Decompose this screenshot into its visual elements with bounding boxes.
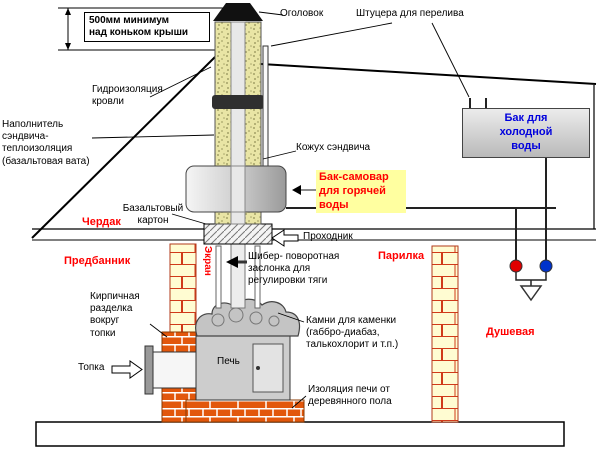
stone bbox=[249, 311, 263, 325]
inner-pipe-lower bbox=[230, 211, 246, 225]
hot-water-tank bbox=[185, 165, 287, 213]
overflow-pipe bbox=[262, 45, 269, 167]
floor-slab bbox=[35, 421, 565, 447]
screen-panel-right bbox=[254, 245, 261, 309]
leader-ogolovok bbox=[258, 11, 284, 16]
left-wall-yellow-brick bbox=[169, 243, 197, 333]
single-wall-pipe bbox=[230, 243, 246, 309]
label-dushevaya: Душевая bbox=[486, 326, 535, 338]
shower-mixer-pipes bbox=[515, 272, 547, 286]
label-predbannik: Предбанник bbox=[64, 255, 131, 267]
prohodnik-arrow-icon bbox=[271, 229, 299, 247]
leader-lines bbox=[91, 11, 470, 409]
shower-head-icon bbox=[519, 285, 543, 302]
label-kirpichnaya-razdelka: Кирпичная разделка вокруг топки bbox=[90, 291, 140, 339]
stove-brick-base bbox=[185, 399, 305, 423]
leader-izolyaciya bbox=[291, 395, 307, 409]
topka-arrow-icon bbox=[111, 360, 143, 379]
right-wall-yellow-brick bbox=[431, 245, 459, 423]
screen-panel-left bbox=[215, 245, 222, 309]
label-izolyaciya: Изоляция печи от деревянного пола bbox=[308, 384, 392, 408]
leader-samovar-arrowhead-icon bbox=[292, 185, 301, 195]
label-prohodnik: Проходник bbox=[303, 231, 353, 242]
roof-right-slope bbox=[260, 63, 597, 85]
firebox-tunnel bbox=[151, 351, 197, 389]
cold-valve bbox=[539, 259, 553, 273]
hot-valve bbox=[509, 259, 523, 273]
heater-stones bbox=[195, 298, 301, 337]
callout-arrows bbox=[111, 229, 299, 379]
inner-pipe-upper bbox=[230, 21, 246, 167]
house-structure bbox=[31, 56, 597, 447]
label-ekran: Экран bbox=[202, 246, 214, 276]
label-shtucera: Штуцера для перелива bbox=[356, 8, 464, 19]
stove-door bbox=[252, 343, 284, 393]
ceiling-pass-through bbox=[203, 223, 273, 245]
label-pech: Печь bbox=[217, 356, 240, 367]
damper-arrow-icon bbox=[226, 256, 238, 268]
label-ogolovok: Оголовок bbox=[280, 8, 324, 19]
leader-kamni bbox=[277, 312, 305, 323]
leader-kirpichnaya bbox=[149, 323, 168, 338]
dimension-500mm bbox=[58, 7, 224, 51]
chimney-cap bbox=[213, 3, 263, 21]
label-topka: Топка bbox=[78, 362, 105, 373]
leader-gidroizolyaciya bbox=[149, 66, 212, 98]
label-napolnitel: Наполнитель сэндвича- теплоизоляция (баз… bbox=[2, 119, 90, 167]
pipe-through-tank bbox=[230, 165, 246, 213]
label-gidroizolyaciya: Гидроизоляция кровли bbox=[92, 84, 163, 108]
pipe-clamp-band bbox=[212, 95, 264, 109]
stove-door-handle bbox=[256, 366, 260, 370]
label-bazaltovy-karton: Базальтовый картон bbox=[122, 203, 184, 227]
label-500mm-minimum: 500мм минимум над коньком крыши bbox=[84, 12, 210, 43]
leader-napolnitel bbox=[91, 134, 215, 139]
label-parilka: Парилка bbox=[378, 250, 425, 262]
chimney-lower bbox=[215, 243, 261, 309]
roof-left-slope bbox=[31, 56, 216, 239]
stove-assembly bbox=[144, 298, 301, 401]
firebox-door-plate bbox=[144, 345, 154, 395]
label-kozhuh: Кожух сэндвича bbox=[296, 142, 371, 153]
leader-shtucera-left bbox=[270, 22, 393, 47]
stone bbox=[268, 315, 280, 327]
leader-bazaltovy bbox=[171, 213, 207, 225]
label-kamni: Камни для каменки (габбро-диабаз, талько… bbox=[306, 315, 399, 351]
leader-shtucera-right bbox=[431, 22, 470, 98]
cold-water-tank: Бак для холодной воды bbox=[462, 108, 590, 158]
arrow-down-icon bbox=[65, 43, 71, 50]
leader-kozhuh bbox=[262, 150, 297, 160]
label-cherdak: Чердак bbox=[82, 216, 121, 228]
label-shiber: Шибер- поворотная заслонка для регулиров… bbox=[248, 251, 340, 287]
stone bbox=[211, 313, 225, 327]
arrow-up-icon bbox=[65, 8, 71, 15]
label-bak-samovar: Бак-самовар для горячей воды bbox=[316, 170, 406, 214]
